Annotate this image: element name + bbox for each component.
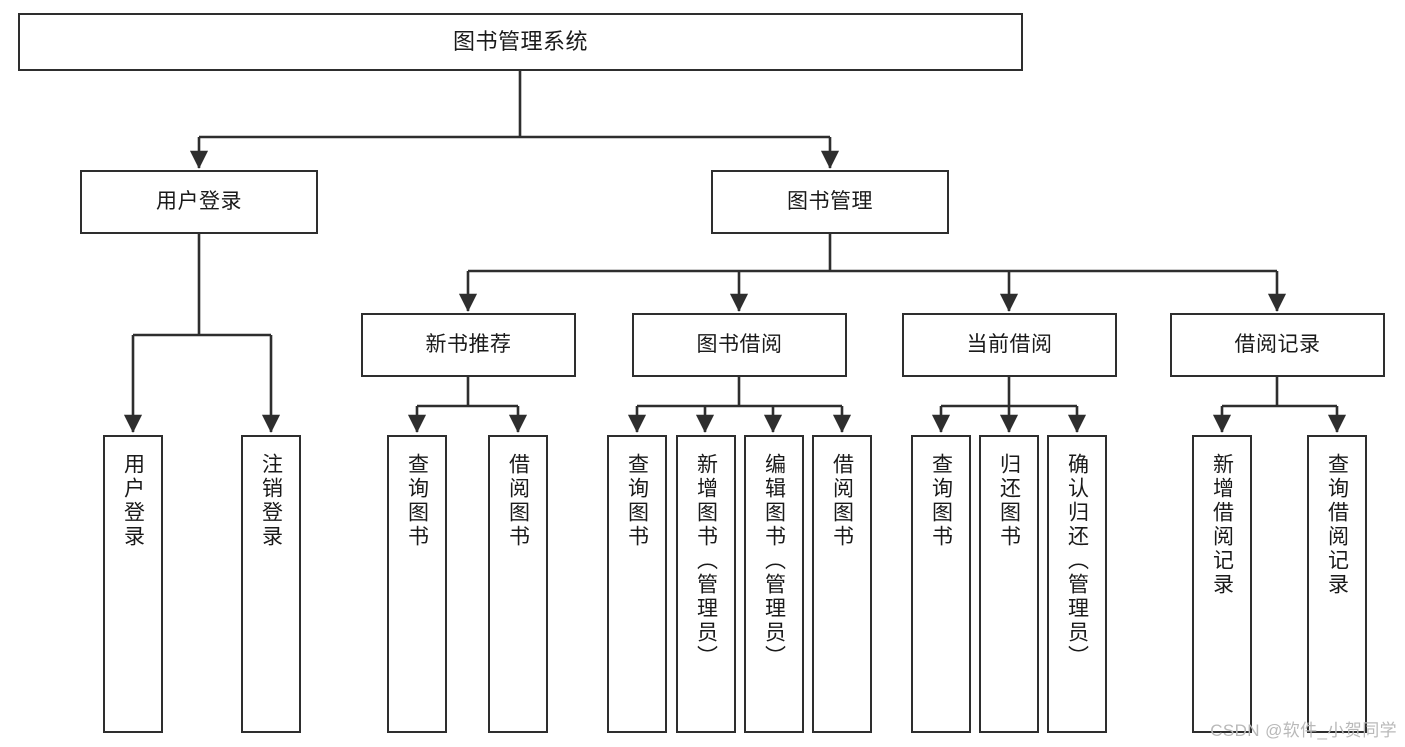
node-label: 图书管理系统 — [452, 29, 588, 55]
node-label: 当前借阅 — [966, 332, 1053, 356]
leaf-add-book-admin[interactable]: 新增图书（管理员） — [676, 435, 736, 733]
node-user-login[interactable]: 用户登录 — [80, 170, 318, 234]
leaf-confirm-return-admin[interactable]: 确认归还（管理员） — [1047, 435, 1107, 733]
node-current-borrowing[interactable]: 当前借阅 — [902, 313, 1117, 377]
leaf-logout[interactable]: 注销登录 — [241, 435, 301, 733]
node-label: 图书借阅 — [696, 332, 783, 356]
node-label: 查询图书 — [405, 453, 429, 549]
node-label: 归还图书 — [997, 453, 1021, 549]
node-label: 新增借阅记录 — [1210, 453, 1234, 597]
leaf-query-borrow-record[interactable]: 查询借阅记录 — [1307, 435, 1367, 733]
node-label: 借阅图书 — [506, 453, 530, 549]
node-new-book-recommendation[interactable]: 新书推荐 — [361, 313, 576, 377]
node-book-borrowing[interactable]: 图书借阅 — [632, 313, 847, 377]
node-label: 确认归还（管理员） — [1065, 453, 1089, 669]
node-borrow-records[interactable]: 借阅记录 — [1170, 313, 1385, 377]
node-label: 编辑图书（管理员） — [762, 453, 786, 669]
node-label: 新增图书（管理员） — [694, 453, 718, 669]
node-label: 查询图书 — [625, 453, 649, 549]
node-root-system[interactable]: 图书管理系统 — [18, 13, 1023, 71]
leaf-return-book[interactable]: 归还图书 — [979, 435, 1039, 733]
node-label: 查询借阅记录 — [1325, 453, 1349, 597]
node-label: 图书管理 — [787, 189, 873, 213]
leaf-query-book-current[interactable]: 查询图书 — [911, 435, 971, 733]
leaf-add-borrow-record[interactable]: 新增借阅记录 — [1192, 435, 1252, 733]
node-label: 新书推荐 — [425, 332, 512, 356]
node-label: 借阅图书 — [830, 453, 854, 549]
leaf-user-login[interactable]: 用户登录 — [103, 435, 163, 733]
leaf-query-book-borrow[interactable]: 查询图书 — [607, 435, 667, 733]
node-label: 查询图书 — [929, 453, 953, 549]
node-book-management[interactable]: 图书管理 — [711, 170, 949, 234]
leaf-borrow-book[interactable]: 借阅图书 — [812, 435, 872, 733]
node-label: 用户登录 — [121, 453, 145, 549]
leaf-edit-book-admin[interactable]: 编辑图书（管理员） — [744, 435, 804, 733]
node-label: 借阅记录 — [1234, 332, 1321, 356]
node-label: 用户登录 — [156, 189, 242, 213]
node-label: 注销登录 — [259, 453, 283, 549]
leaf-borrow-book-newbook[interactable]: 借阅图书 — [488, 435, 548, 733]
leaf-query-book-newbook[interactable]: 查询图书 — [387, 435, 447, 733]
